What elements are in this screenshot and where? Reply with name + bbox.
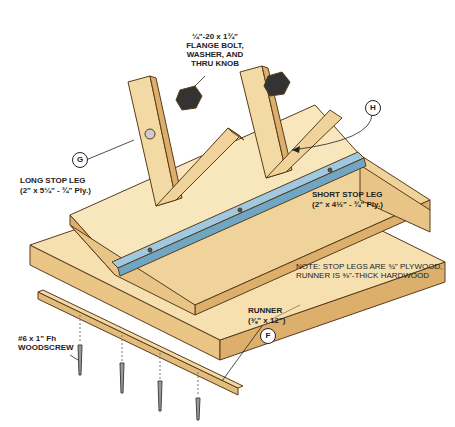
part-name: SHORT STOP LEG [312,190,382,199]
dimension: (2" x 4½" - ¾" Ply.) [312,200,383,209]
callout-letter: G [72,152,88,168]
screw-callout: #6 x 1" Fh WOODSCREW [18,334,74,352]
bolt-callout: ¼"-20 x 1¾" FLANGE BOLT, WASHER, AND THR… [178,32,252,68]
thru-knob [264,72,290,96]
part-name: RUNNER [248,306,282,315]
note: NOTE: STOP LEGS ARE ¾" PLYWOOD, RUNNER I… [296,262,444,280]
callout-letter: F [260,328,276,344]
dimension: (2" x 5¼" - ¾" Ply.) [20,186,91,195]
part-name: LONG STOP LEG [20,176,86,185]
thru-knob [176,86,202,110]
dimension: (⅜" x 12") [248,316,285,325]
callout-letter: H [365,100,381,116]
